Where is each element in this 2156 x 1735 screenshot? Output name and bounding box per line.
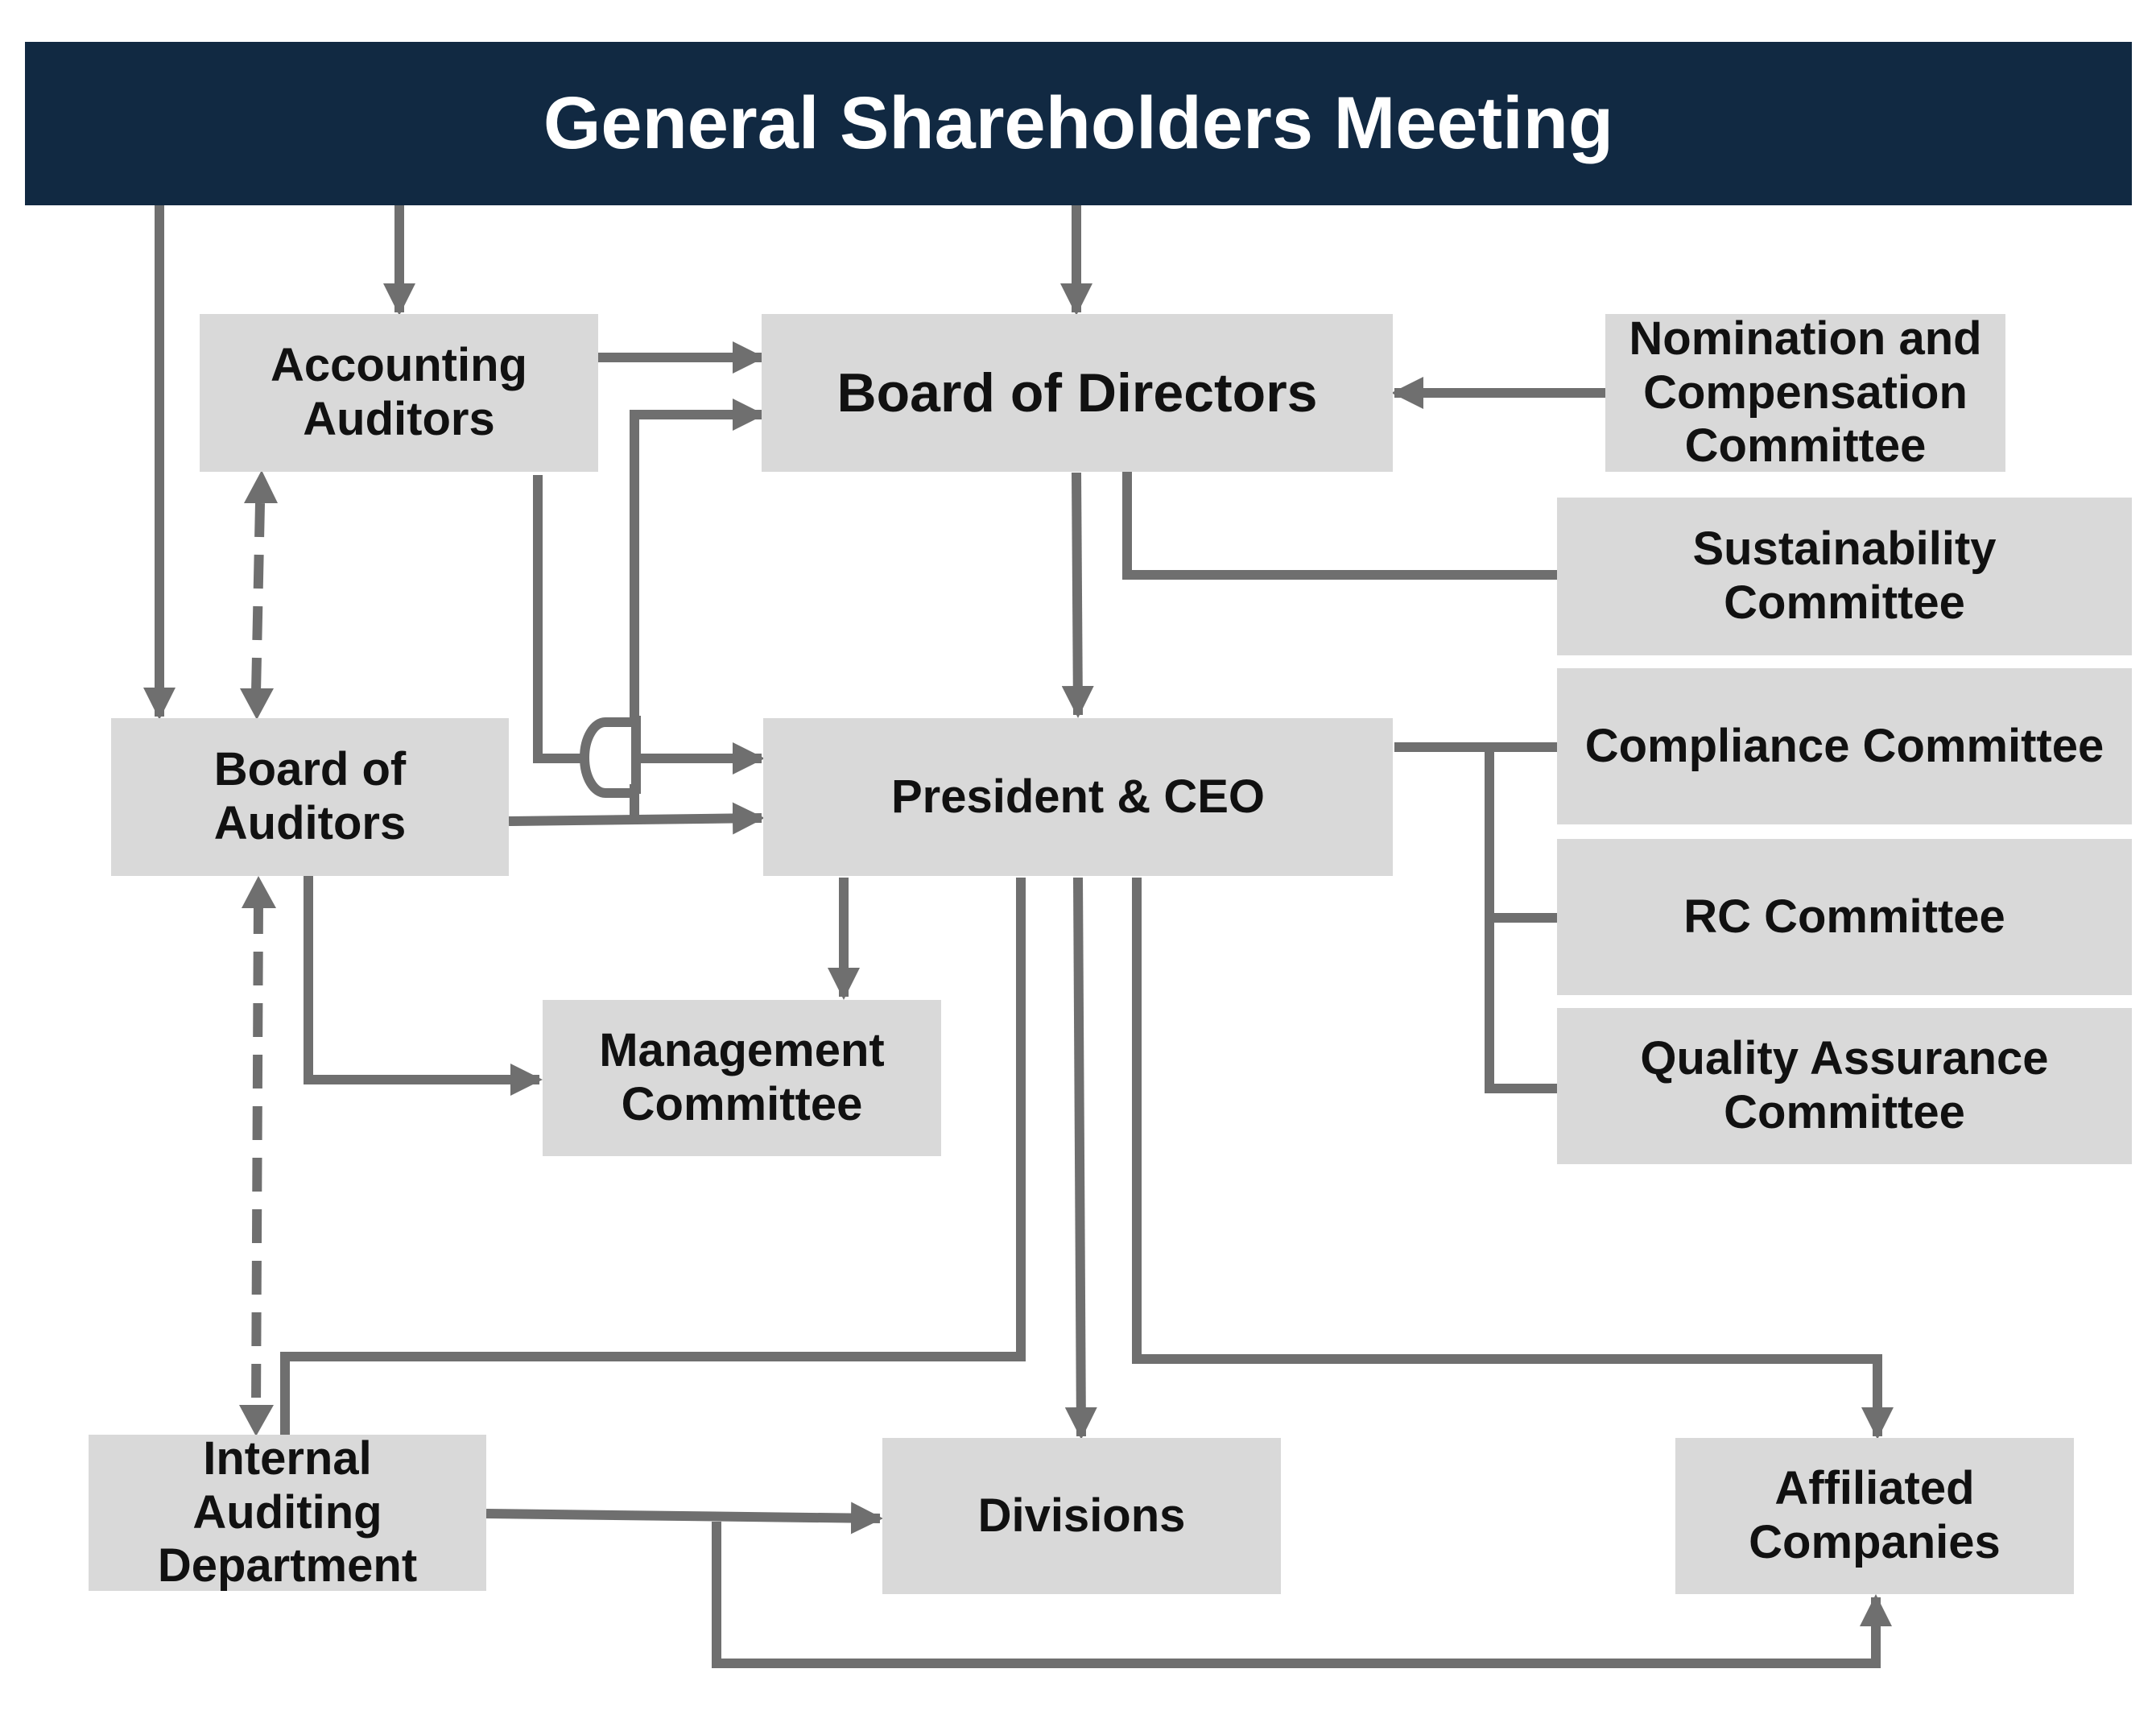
president-ceo-box: President & CEO <box>763 718 1393 876</box>
management-committee-box: Management Committee <box>543 1000 941 1156</box>
management-committee-label: Management Committee <box>599 1024 885 1130</box>
arrow-auditors-to-management <box>304 876 543 1096</box>
divisions-box: Divisions <box>882 1438 1281 1594</box>
nomination-compensation-committee-label: Nomination and Compensation Committee <box>1629 312 1982 473</box>
compliance-committee-label: Compliance Committee <box>1584 719 2104 772</box>
board-of-directors-label: Board of Directors <box>836 361 1318 423</box>
rc-committee-box: RC Committee <box>1557 839 2132 995</box>
arrow-internal-to-affiliated <box>712 1522 1892 1668</box>
general-shareholders-meeting-label: General Shareholders Meeting <box>543 82 1614 164</box>
dashed-board-of-auditors-internal-auditing <box>251 899 263 1411</box>
arrow-accounting-down <box>533 475 584 763</box>
divisions-label: Divisions <box>977 1489 1186 1542</box>
nomination-compensation-committee-box: Nomination and Compensation Committee <box>1605 312 2005 473</box>
internal-auditing-department-box: Internal Auditing Department <box>89 1431 486 1592</box>
general-shareholders-meeting-box: General Shareholders Meeting <box>25 42 2132 205</box>
line-president-to-committees <box>1394 742 1557 1093</box>
affiliated-companies-box: Affiliated Companies <box>1675 1438 2074 1594</box>
arrow-board-of-auditors-to-president <box>508 802 765 835</box>
board-of-auditors-label: Board of Auditors <box>213 743 407 849</box>
arrowhead-up-accounting <box>244 470 278 503</box>
arrowhead-down-internal <box>239 1405 274 1436</box>
bridge-hop <box>580 717 634 798</box>
compliance-committee-box: Compliance Committee <box>1557 668 2132 824</box>
line-president-to-internal-auditing <box>280 878 1026 1436</box>
quality-assurance-committee-label: Quality Assurance Committee <box>1640 1032 2049 1138</box>
dashed-accounting-board-of-auditors <box>251 502 265 693</box>
accounting-auditors-label: Accounting Auditors <box>271 339 527 445</box>
affiliated-companies-label: Affiliated Companies <box>1749 1462 2001 1568</box>
arrow-board-to-president <box>1061 472 1094 718</box>
internal-auditing-department-label: Internal Auditing Department <box>157 1431 418 1592</box>
sustainability-committee-label: Sustainability Committee <box>1692 523 1997 629</box>
arrow-internal-to-divisions <box>485 1502 883 1535</box>
arrow-president-to-divisions <box>1064 877 1097 1440</box>
accounting-auditors-box: Accounting Auditors <box>200 314 598 472</box>
arrowhead-down-auditors <box>240 688 274 720</box>
arrowhead-up-auditors <box>242 876 276 908</box>
arrow-president-to-affiliated <box>1132 878 1894 1440</box>
board-of-auditors-box: Board of Auditors <box>111 718 509 876</box>
sustainability-committee-box: Sustainability Committee <box>1557 498 2132 655</box>
board-of-directors-box: Board of Directors <box>762 314 1393 472</box>
line-board-to-sustainability <box>1122 469 1557 580</box>
quality-assurance-committee-box: Quality Assurance Committee <box>1557 1008 2132 1164</box>
president-ceo-label: President & CEO <box>890 770 1266 823</box>
rc-committee-label: RC Committee <box>1683 890 2005 943</box>
